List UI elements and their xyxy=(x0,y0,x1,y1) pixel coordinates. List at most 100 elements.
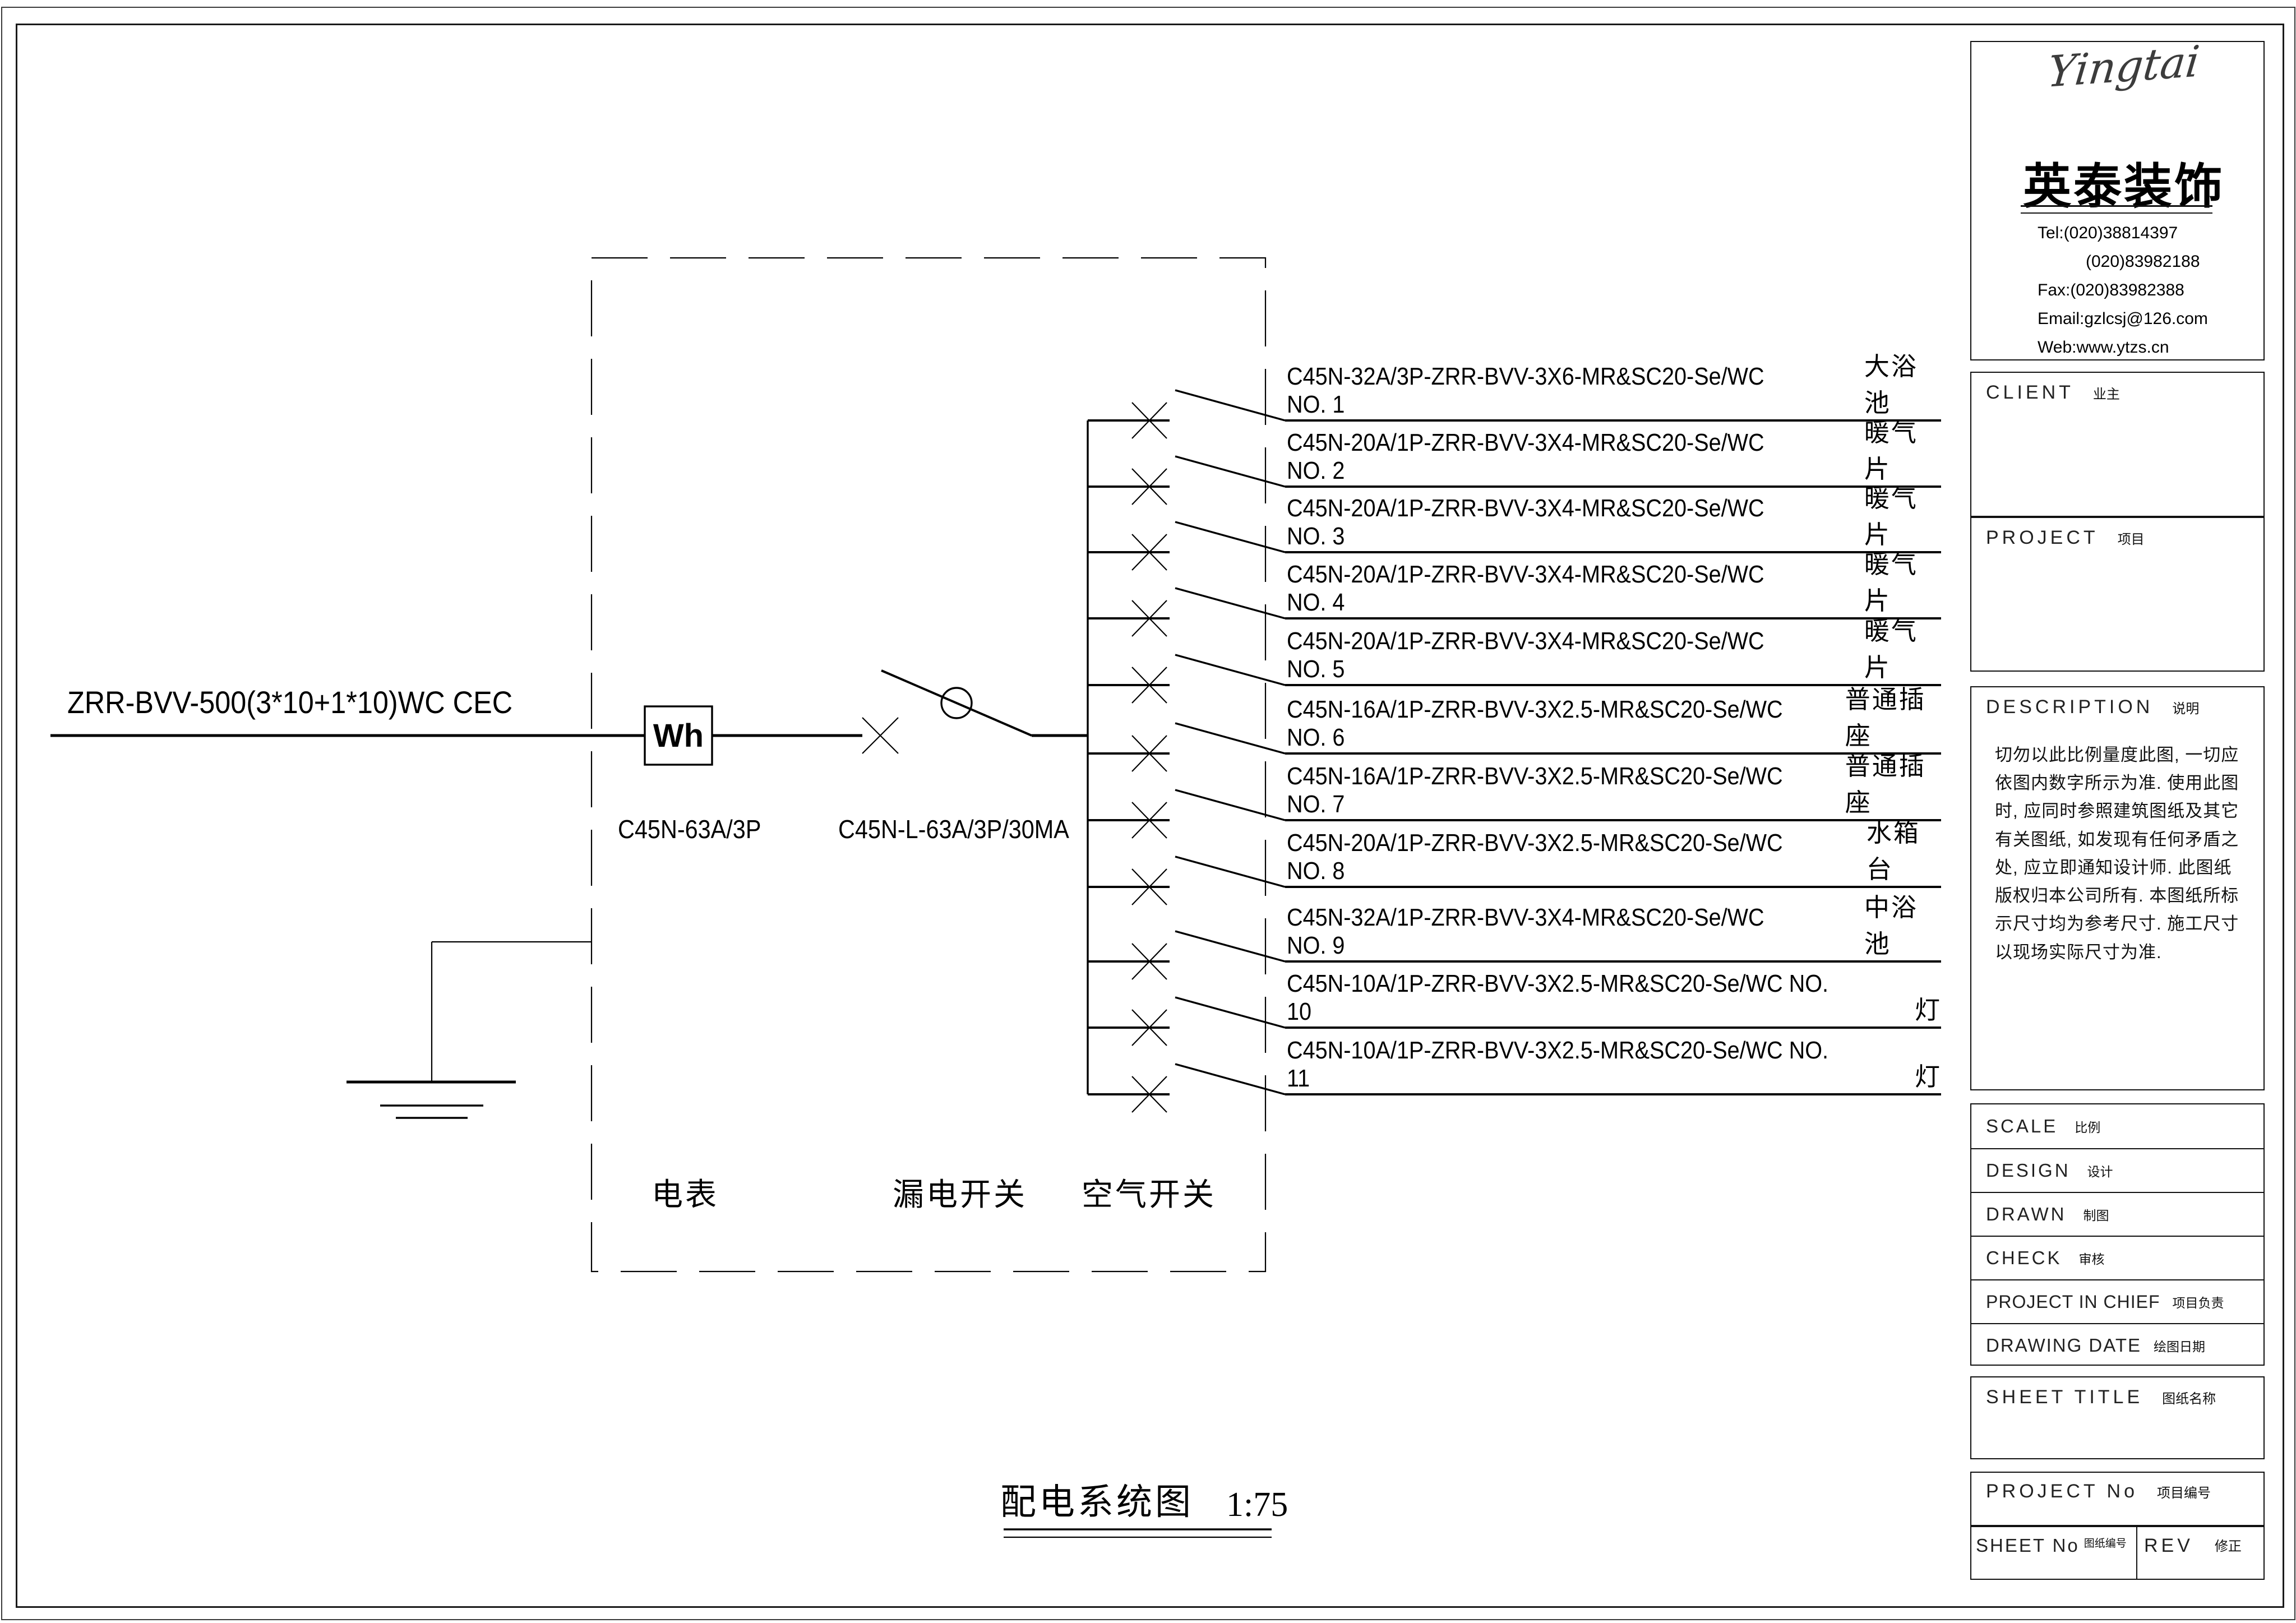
circuit-row-1: C45N-32A/3P-ZRR-BVV-3X6-MR&SC20-Se/WC NO… xyxy=(1287,352,1942,419)
sheet-border-inner xyxy=(16,24,2284,1608)
circuit-name: 暖气片 xyxy=(1864,550,1918,615)
circuit-spec: C45N-10A/1P-ZRR-BVV-3X2.5-MR&SC20-Se/WC … xyxy=(1287,1037,1829,1092)
circuit-name: 暖气片 xyxy=(1864,484,1918,549)
project-label: PROJECT xyxy=(1986,527,2099,548)
titleblock-client-box: CLIENT 业主 xyxy=(1970,372,2265,517)
titleblock-company-box xyxy=(1970,41,2265,360)
branch-icon-6 xyxy=(1088,722,1941,772)
circuit-row-11: C45N-10A/1P-ZRR-BVV-3X2.5-MR&SC20-Se/WC … xyxy=(1287,1037,1942,1093)
drawn-label-zh: 制图 xyxy=(2083,1208,2109,1223)
circuit-row-9: C45N-32A/1P-ZRR-BVV-3X4-MR&SC20-Se/WC NO… xyxy=(1287,893,1942,960)
contact-web: Web:www.ytzs.cn xyxy=(2038,338,2169,357)
circuit-row-6: C45N-16A/1P-ZRR-BVV-3X2.5-MR&SC20-Se/WC … xyxy=(1287,685,1942,752)
drawing-date-label-zh: 绘图日期 xyxy=(2154,1339,2205,1354)
sheet-no-label: SHEET No xyxy=(1976,1535,2080,1556)
panel-dashed-box xyxy=(590,257,1267,1273)
branch-icon-2 xyxy=(1088,455,1941,505)
circuit-row-4: C45N-20A/1P-ZRR-BVV-3X4-MR&SC20-Se/WC NO… xyxy=(1287,550,1942,617)
description-label-zh: 说明 xyxy=(2172,701,2200,716)
branch-icon-9 xyxy=(1088,930,1941,980)
circuit-row-7: C45N-16A/1P-ZRR-BVV-3X2.5-MR&SC20-Se/WC … xyxy=(1287,752,1942,819)
circuit-spec: C45N-10A/1P-ZRR-BVV-3X2.5-MR&SC20-Se/WC … xyxy=(1287,970,1829,1025)
project-no-label-zh: 项目编号 xyxy=(2156,1486,2211,1501)
row-drawing-date: DRAWING DATE 绘图日期 xyxy=(1971,1323,2263,1367)
circuit-name: 水箱台 xyxy=(1866,819,1920,884)
client-label-zh: 业主 xyxy=(2092,387,2120,402)
circuit-name: 中浴池 xyxy=(1864,893,1918,958)
circuit-spec: C45N-20A/1P-ZRR-BVV-3X4-MR&SC20-Se/WC NO… xyxy=(1287,429,1764,484)
circuit-name: 灯 xyxy=(1914,1062,1942,1091)
description-label: DESCRIPTION xyxy=(1986,696,2154,718)
drawing-title-group: 配电系统图 1:75 xyxy=(1000,1473,1288,1525)
branch-icon-1 xyxy=(1088,389,1941,439)
meter-caption: 电表 xyxy=(652,1177,719,1212)
meter-spec-label: C45N-63A/3P xyxy=(618,815,761,844)
drawn-label: DRAWN xyxy=(1986,1204,2067,1224)
rev-cell: REV 修正 xyxy=(2136,1527,2263,1579)
branch-icon-10 xyxy=(1088,996,1941,1046)
scale-label: SCALE xyxy=(1986,1116,2058,1136)
sheet-border-outer xyxy=(1,7,2295,1620)
branch-icon-8 xyxy=(1088,856,1941,905)
circuit-spec: C45N-16A/1P-ZRR-BVV-3X2.5-MR&SC20-Se/WC … xyxy=(1287,696,1783,751)
titleblock-sheet-title-box: SHEET TITLE 图纸名称 xyxy=(1970,1376,2265,1459)
scale-label-zh: 比例 xyxy=(2075,1120,2101,1135)
wh-meter-symbol: Wh xyxy=(653,717,704,754)
air-switch-caption: 空气开关 xyxy=(1082,1177,1216,1212)
circuit-row-8: C45N-20A/1P-ZRR-BVV-3X2.5-MR&SC20-Se/WC … xyxy=(1287,819,1942,885)
rev-label-zh: 修正 xyxy=(2214,1539,2242,1554)
row-scale: SCALE 比例 xyxy=(1971,1104,2263,1148)
project-in-chief-label: PROJECT IN CHIEF xyxy=(1986,1291,2160,1312)
circuit-name: 暖气片 xyxy=(1864,617,1918,682)
incoming-wire xyxy=(50,705,862,766)
circuit-spec: C45N-20A/1P-ZRR-BVV-3X4-MR&SC20-Se/WC NO… xyxy=(1287,561,1764,616)
client-label: CLIENT xyxy=(1986,382,2074,403)
sheet-title-label-zh: 图纸名称 xyxy=(2162,1391,2216,1407)
circuit-spec: C45N-16A/1P-ZRR-BVV-3X2.5-MR&SC20-Se/WC … xyxy=(1287,762,1783,818)
sheet-no-label-zh: 图纸编号 xyxy=(2084,1538,2127,1550)
circuit-spec: C45N-32A/3P-ZRR-BVV-3X6-MR&SC20-Se/WC NO… xyxy=(1287,363,1764,418)
company-name-rule xyxy=(2021,205,2212,214)
sheet-no-cell: SHEET No 图纸编号 xyxy=(1971,1527,2136,1579)
main-breaker-x-icon xyxy=(862,717,899,754)
drawing-title: 配电系统图 xyxy=(1000,1482,1194,1522)
ground-icon xyxy=(347,941,592,1119)
company-name: 英泰装饰 xyxy=(2023,160,2225,214)
circuit-row-3: C45N-20A/1P-ZRR-BVV-3X4-MR&SC20-Se/WC NO… xyxy=(1287,484,1942,551)
branch-icon-3 xyxy=(1088,521,1941,571)
check-label-zh: 审核 xyxy=(2078,1252,2105,1266)
drawing-date-label: DRAWING DATE xyxy=(1986,1335,2141,1356)
circuit-name: 灯 xyxy=(1914,996,1942,1024)
circuit-row-5: C45N-20A/1P-ZRR-BVV-3X4-MR&SC20-Se/WC NO… xyxy=(1287,617,1942,683)
drawing-scale: 1:75 xyxy=(1226,1486,1288,1524)
project-label-zh: 项目 xyxy=(2117,532,2145,547)
rev-label: REV xyxy=(2144,1535,2193,1556)
title-underline xyxy=(1004,1528,1272,1538)
rcd-spec-label: C45N-L-63A/3P/30MA xyxy=(838,815,1069,844)
circuit-row-2: C45N-20A/1P-ZRR-BVV-3X4-MR&SC20-Se/WC NO… xyxy=(1287,418,1942,485)
project-in-chief-label-zh: 项目负责 xyxy=(2172,1296,2224,1310)
row-project-in-chief: PROJECT IN CHIEF 项目负责 xyxy=(1971,1279,2263,1323)
circuit-spec: C45N-20A/1P-ZRR-BVV-3X4-MR&SC20-Se/WC NO… xyxy=(1287,494,1764,550)
branch-icon-7 xyxy=(1088,789,1941,839)
circuit-name: 大浴池 xyxy=(1864,352,1918,417)
check-label: CHECK xyxy=(1986,1247,2062,1268)
titleblock-sheet-no-rev-box: SHEET No 图纸编号 REV 修正 xyxy=(1970,1526,2265,1580)
sheet-title-label: SHEET TITLE xyxy=(1986,1386,2143,1408)
circuit-spec: C45N-20A/1P-ZRR-BVV-3X4-MR&SC20-Se/WC NO… xyxy=(1287,627,1764,683)
design-label: DESIGN xyxy=(1986,1160,2071,1181)
contact-fax: Fax:(020)83982388 xyxy=(2038,281,2184,299)
project-no-label: PROJECT No xyxy=(1986,1481,2138,1502)
contact-tel: Tel:(020)38814397 xyxy=(2038,224,2178,242)
contact-tel2: (020)83982188 xyxy=(2086,252,2200,271)
branch-icon-4 xyxy=(1088,587,1941,637)
contact-email: Email:gzlcsj@126.com xyxy=(2038,309,2208,328)
rcd-switch-icon xyxy=(881,669,1088,737)
branch-icon-5 xyxy=(1088,654,1941,704)
circuit-name: 普通插座 xyxy=(1845,752,1926,817)
